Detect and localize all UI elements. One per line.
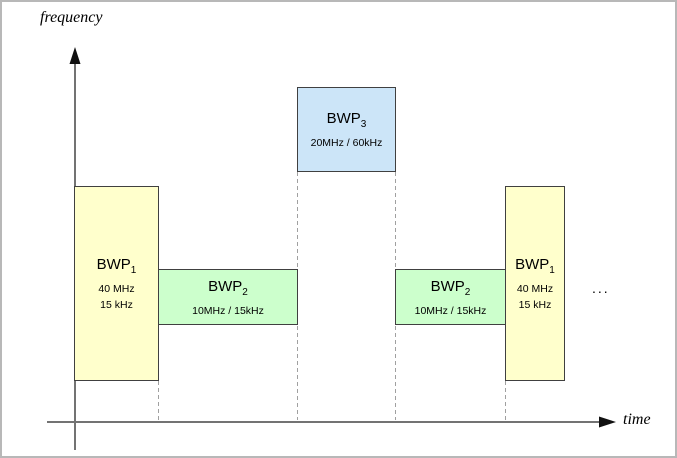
bwp2-bandwidth-scs: 10MHz / 15kHz bbox=[414, 304, 487, 317]
bwp1-label: BWP1 bbox=[96, 256, 137, 276]
bwp1-box-interval1: BWP1 40 MHz 15 kHz bbox=[74, 186, 159, 381]
frequency-axis-arrowhead bbox=[69, 47, 81, 64]
bwp3-bandwidth-scs: 20MHz / 60kHz bbox=[310, 137, 383, 149]
bwp1-subcarrier-spacing: 15 kHz bbox=[100, 299, 133, 311]
bwp1-subcarrier-spacing: 15 kHz bbox=[518, 299, 552, 311]
frequency-axis-label: frequency bbox=[40, 9, 103, 26]
time-axis-arrowhead bbox=[599, 416, 616, 428]
bwp2-label: BWP2 bbox=[430, 277, 471, 298]
bwp2-label: BWP2 bbox=[208, 277, 248, 298]
bwp3-label: BWP3 bbox=[326, 110, 367, 130]
continuation-ellipsis: ... bbox=[592, 280, 610, 296]
bwp2-box-interval4: BWP2 10MHz / 15kHz bbox=[395, 269, 506, 325]
bwp1-box-interval5: BWP1 40 MHz 15 kHz bbox=[505, 186, 565, 381]
bwp1-bandwidth: 40 MHz bbox=[98, 283, 135, 295]
bwp3-box-interval3: BWP3 20MHz / 60kHz bbox=[297, 87, 396, 172]
bwp1-bandwidth: 40 MHz bbox=[516, 283, 554, 295]
bwp2-box-interval2: BWP2 10MHz / 15kHz bbox=[158, 269, 298, 325]
bwp2-bandwidth-scs: 10MHz / 15kHz bbox=[192, 304, 264, 317]
time-axis-label: time bbox=[623, 411, 651, 428]
bwp1-label: BWP1 bbox=[515, 256, 555, 276]
